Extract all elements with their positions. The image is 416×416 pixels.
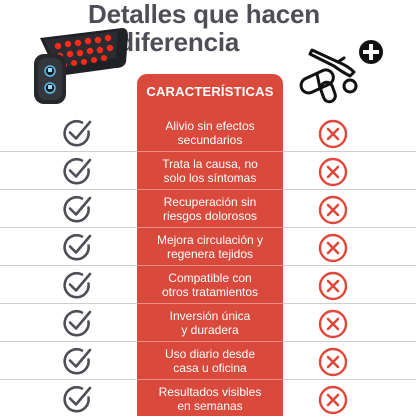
row-divider-panel bbox=[137, 151, 283, 152]
check-circle-icon bbox=[63, 385, 92, 413]
row-divider-panel bbox=[137, 265, 283, 266]
check-circle-icon bbox=[63, 271, 92, 299]
check-circle-icon bbox=[63, 309, 92, 337]
x-circle-icon bbox=[318, 233, 348, 263]
x-circle-icon bbox=[318, 195, 348, 225]
check-circle-icon bbox=[63, 347, 92, 375]
features-header: CARACTERÍSTICAS bbox=[146, 84, 274, 99]
pills-scalpel-icon bbox=[299, 40, 383, 104]
x-circle-icon bbox=[318, 119, 348, 149]
row-divider-panel bbox=[137, 189, 283, 190]
x-circle-icon bbox=[318, 309, 348, 339]
row-divider-panel bbox=[137, 227, 283, 228]
row-divider-panel bbox=[137, 341, 283, 342]
x-circle-icon bbox=[318, 271, 348, 301]
x-circle-icon bbox=[318, 385, 348, 415]
check-circle-icon bbox=[63, 195, 92, 223]
features-column bbox=[137, 74, 283, 416]
title-line-1: Detalles que hacen bbox=[88, 0, 320, 29]
row-divider-panel bbox=[137, 379, 283, 380]
check-circle-icon bbox=[63, 119, 92, 147]
check-circle-icon bbox=[63, 157, 92, 185]
x-circle-icon bbox=[318, 347, 348, 377]
device-image bbox=[34, 28, 128, 104]
check-circle-icon bbox=[63, 233, 92, 261]
x-circle-icon bbox=[318, 157, 348, 187]
row-divider-panel bbox=[137, 303, 283, 304]
